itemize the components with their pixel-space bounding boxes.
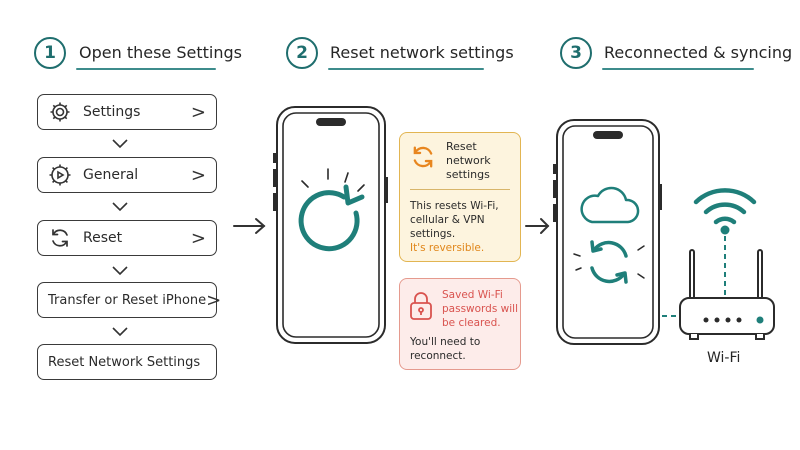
reset-card-note: It's reversible. (410, 242, 485, 254)
arrow-right-icon (524, 216, 552, 240)
warning-card: Saved Wi-Fi passwords will be cleared. Y… (399, 278, 521, 370)
step-1-underline (76, 68, 216, 70)
cloud-icon (576, 182, 642, 232)
transfer-reset-label: Transfer or Reset iPhone (48, 292, 207, 308)
arrow-right-icon (232, 216, 268, 240)
gear-icon (45, 97, 75, 127)
general-gear-icon (45, 160, 75, 190)
wifi-signal-icon (690, 180, 760, 240)
settings-label: Settings (83, 104, 141, 120)
warning-body: You'll need to reconnect. (410, 336, 481, 362)
down-chevron-icon (111, 135, 129, 154)
down-chevron-icon (111, 198, 129, 217)
step-2-underline (328, 68, 484, 70)
chevron-right-icon: > (190, 101, 206, 123)
down-chevron-icon (111, 323, 129, 342)
transfer-reset-row[interactable]: Transfer or Reset iPhone > (37, 282, 221, 318)
warning-text: Saved Wi-Fi passwords will be cleared. (442, 289, 518, 329)
general-row[interactable]: General > (37, 157, 217, 193)
chevron-right-icon: > (190, 227, 206, 249)
step-3-number: 3 (560, 37, 592, 69)
reset-card-divider (410, 189, 510, 190)
step-3-title: Reconnected & syncing (604, 43, 793, 62)
step-1-number: 1 (34, 37, 66, 69)
reset-icon (45, 223, 75, 253)
chevron-right-icon: > (190, 164, 206, 186)
step-2-title: Reset network settings (330, 43, 514, 62)
step-3-underline (602, 68, 754, 70)
reset-network-settings-label: Reset Network Settings (48, 354, 201, 370)
settings-row[interactable]: Settings > (37, 94, 217, 130)
step-1-title: Open these Settings (79, 43, 242, 62)
reset-orange-icon (409, 143, 437, 175)
step-2-number: 2 (286, 37, 318, 69)
reset-row[interactable]: Reset > (37, 220, 217, 256)
phone-syncing (552, 118, 664, 350)
router-icon (676, 246, 780, 346)
reset-info-card: Reset network settings This resets Wi-Fi… (399, 132, 521, 262)
reset-spinner-icon (292, 165, 372, 269)
chevron-right-icon: > (206, 289, 222, 311)
down-chevron-icon (111, 262, 129, 281)
router-label: Wi-Fi (707, 350, 741, 366)
reset-network-settings-row[interactable]: Reset Network Settings (37, 344, 217, 380)
reset-card-body: This resets Wi-Fi, cellular & VPN settin… (410, 200, 499, 240)
lock-icon (408, 291, 434, 325)
reset-card-title: Reset network settings (446, 140, 491, 181)
general-label: General (83, 167, 139, 183)
reset-label: Reset (83, 230, 123, 246)
sync-icon (570, 232, 648, 296)
phone-resetting (272, 105, 390, 349)
